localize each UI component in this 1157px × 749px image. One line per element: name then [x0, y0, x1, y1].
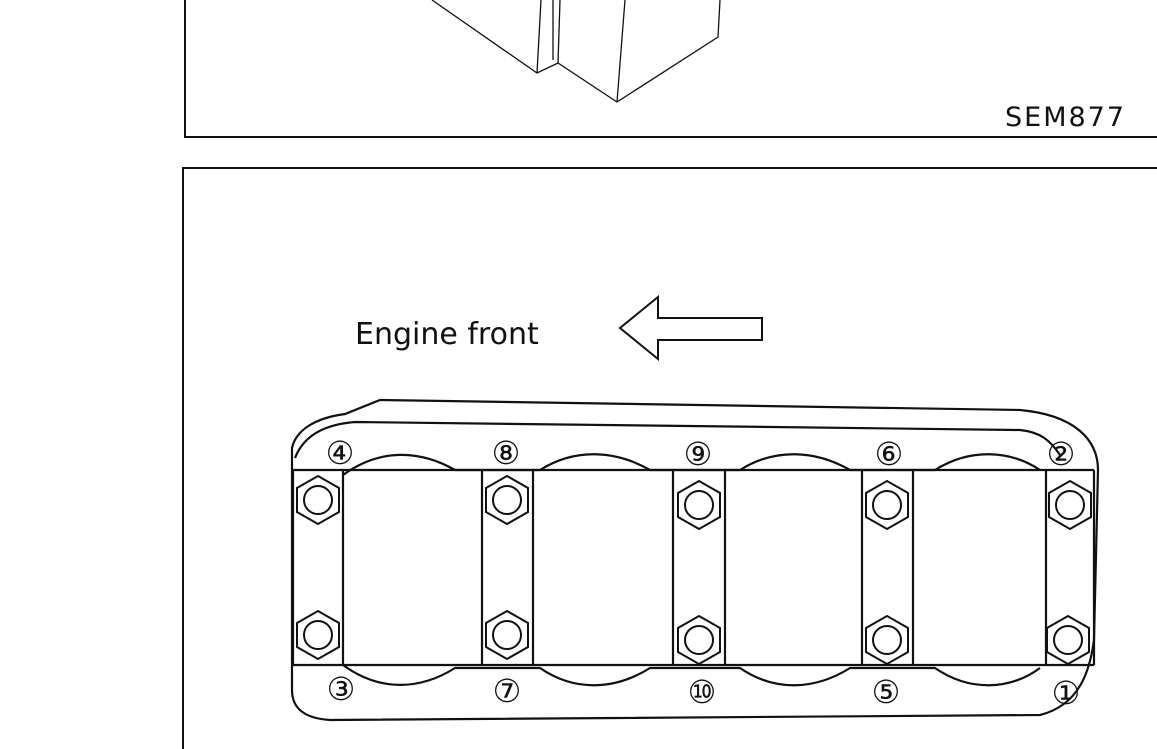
bolt-head — [296, 474, 340, 526]
bolt-number-3: ③ — [327, 670, 356, 708]
bolt-head — [865, 479, 909, 531]
bolt-number-2: ② — [1047, 435, 1076, 473]
top-figure-panel: SEM877 — [184, 0, 1157, 138]
bolt-head — [865, 614, 909, 666]
bolt-number-9: ⑨ — [684, 435, 713, 473]
bolt-number-6: ⑥ — [875, 435, 904, 473]
main-bearing-cap-frame — [290, 398, 1100, 722]
bottom-panel-frame — [182, 167, 1157, 749]
bottom-figure-panel: Engine front — [182, 167, 1157, 749]
bolt-head — [1046, 614, 1090, 666]
bolt-head — [296, 609, 340, 661]
bolt-head — [485, 609, 529, 661]
bolt-head — [485, 474, 529, 526]
block-illustration — [431, 0, 721, 103]
figure-code: SEM877 — [1005, 102, 1126, 133]
bolt-sequence-labels: ④ ⑧ ⑨ ⑥ ② ③ ⑦ ⑩ ⑤ ① — [326, 434, 1081, 712]
bolt-head — [677, 614, 721, 666]
bolt-heads — [296, 474, 1092, 666]
bolt-number-1: ① — [1052, 674, 1081, 712]
bolt-head — [677, 479, 721, 531]
bolt-number-8: ⑧ — [492, 434, 521, 472]
bolt-head — [1048, 479, 1092, 531]
top-panel-frame — [184, 0, 1157, 138]
engine-front-arrow-icon — [618, 294, 763, 362]
bolt-number-7: ⑦ — [493, 672, 522, 710]
engine-front-label: Engine front — [355, 317, 539, 352]
bolt-number-10: ⑩ — [688, 673, 717, 711]
bolt-number-5: ⑤ — [872, 673, 901, 711]
bolt-number-4: ④ — [326, 434, 355, 472]
